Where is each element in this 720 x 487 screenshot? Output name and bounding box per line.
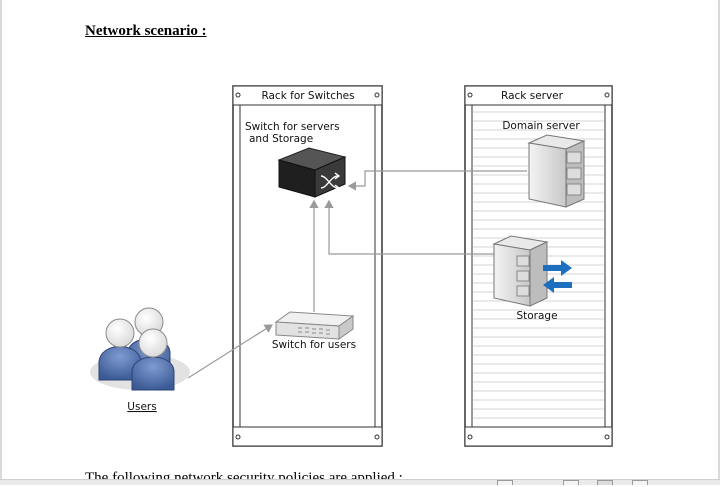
storage-server: Storage (492, 235, 572, 322)
storage-transfer-arrows-icon (543, 260, 572, 293)
storage-label: Storage (516, 310, 557, 322)
status-bar (0, 479, 720, 485)
switch-servers-label-line2: and Storage (249, 133, 313, 145)
switch-for-users: Switch for users (272, 311, 356, 351)
users-label: Users (127, 401, 156, 413)
connectors (187, 170, 527, 379)
domain-server-label: Domain server (502, 120, 580, 132)
switch-shuffle-icon (320, 172, 341, 192)
domain-server: Domain server (502, 120, 586, 208)
rack-switches: Rack for Switches (232, 85, 383, 447)
print-layout-icon[interactable] (563, 480, 579, 485)
rack-server-title: Rack server (501, 90, 564, 102)
full-screen-icon[interactable] (597, 480, 613, 485)
view-mode-icon[interactable] (497, 480, 513, 485)
page-frame-right (718, 0, 720, 484)
switch-users-label: Switch for users (272, 339, 356, 351)
web-layout-icon[interactable] (632, 480, 648, 485)
users-group-icon (90, 307, 190, 391)
core-switch: Switch for servers and Storage (245, 121, 347, 198)
switch-servers-label-line1: Switch for servers (245, 121, 340, 133)
section-heading: Network scenario : (85, 23, 207, 39)
rack-switches-title: Rack for Switches (261, 90, 354, 102)
page-frame-left (0, 0, 2, 484)
